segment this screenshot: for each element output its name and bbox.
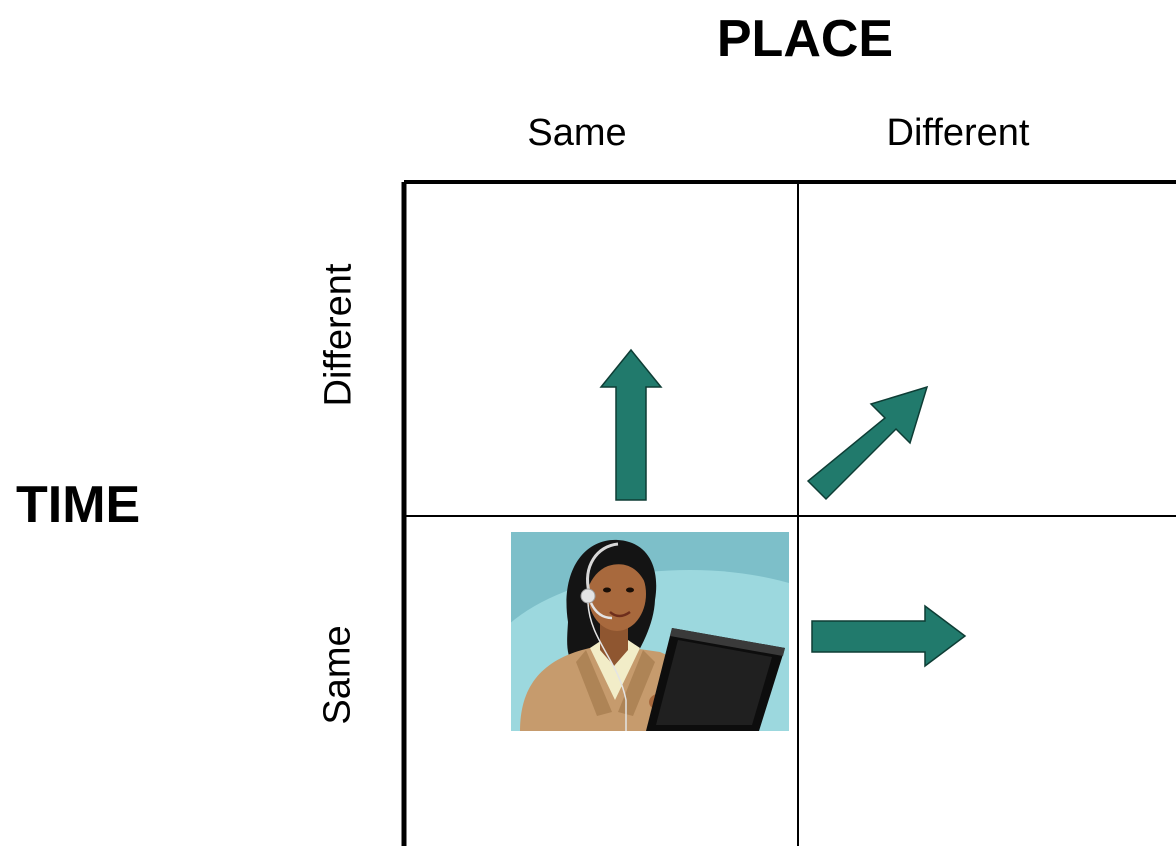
arrow-right-icon bbox=[811, 604, 967, 668]
headset-operator-at-computer-icon bbox=[511, 532, 789, 731]
column-label-different: Different bbox=[886, 112, 1030, 154]
place-axis-title: PLACE bbox=[716, 10, 894, 68]
column-label-same: Same bbox=[527, 112, 627, 154]
time-axis-title: TIME bbox=[16, 476, 141, 534]
arrow-up-right-icon bbox=[806, 385, 929, 501]
arrow-up-icon bbox=[599, 348, 663, 501]
